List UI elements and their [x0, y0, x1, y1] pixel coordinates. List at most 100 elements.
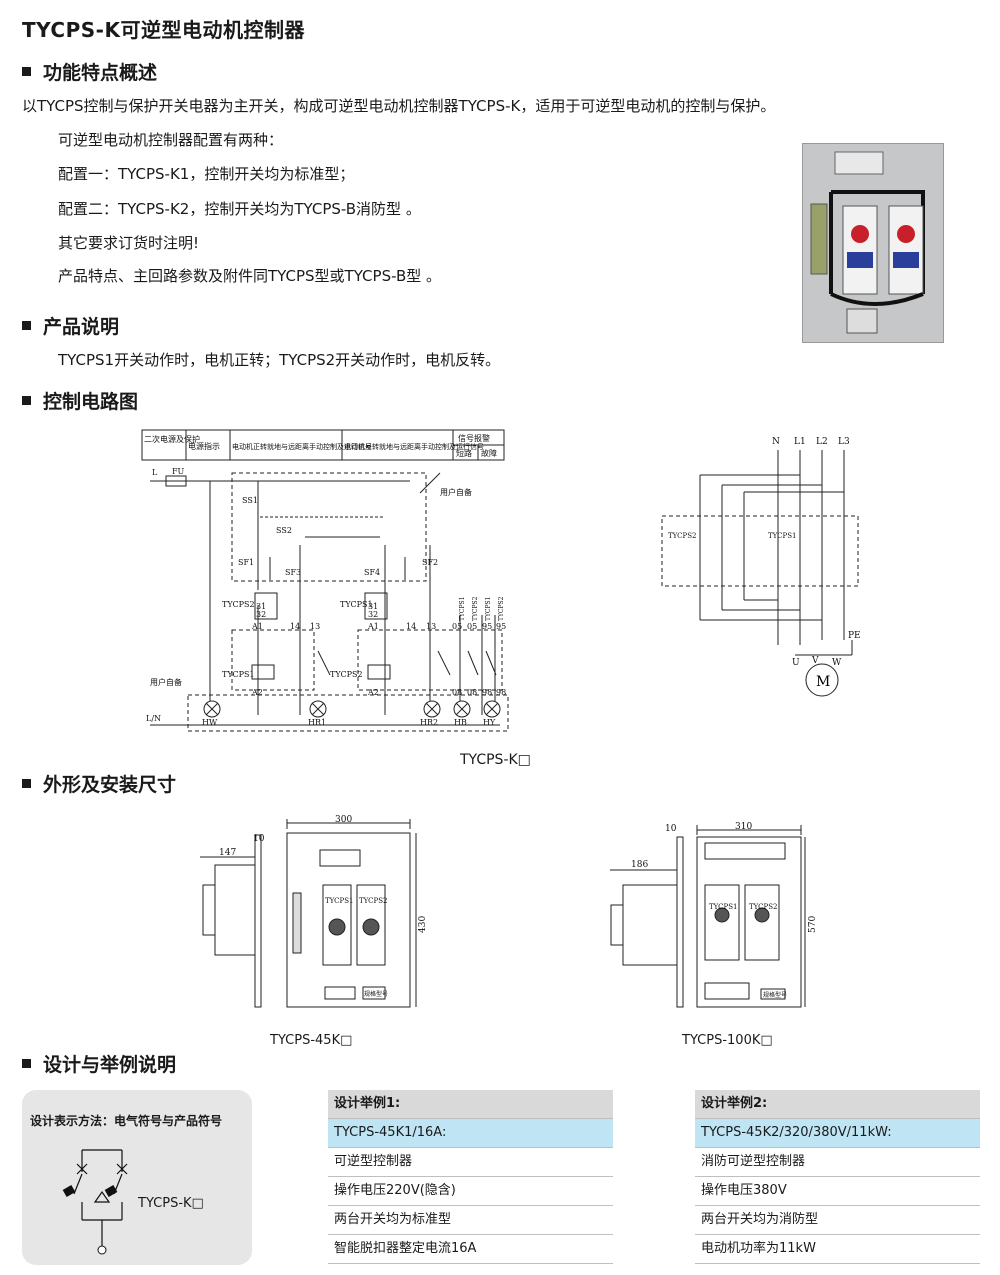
main-label-l1: L1	[794, 437, 806, 447]
features-line: 配置二：TYCPS-K2，控制开关均为TYCPS-B消防型 。	[58, 200, 421, 218]
square-bullet-icon	[22, 1059, 31, 1068]
features-line: 产品特点、主回路参数及附件同TYCPS型或TYCPS-B型 。	[58, 267, 442, 285]
label-95-b: 95	[496, 622, 506, 631]
design-example-2-table: 设计举例2: TYCPS-45K2/320/380V/11kW: 消防可逆型控制…	[695, 1090, 980, 1264]
product-photo	[802, 143, 944, 343]
square-bullet-icon	[22, 321, 31, 330]
motor-label: M	[816, 674, 830, 690]
main-label-u: U	[792, 658, 800, 668]
header-sub-1: 短路	[456, 448, 472, 458]
header-cell-4: 电动机反转就地与远距离手动控制及运行信号	[344, 442, 484, 451]
square-bullet-icon	[22, 779, 31, 788]
dim-45k-height: 430	[418, 916, 425, 933]
dim-100k-depth: 186	[631, 860, 648, 870]
label-l: L	[152, 468, 158, 477]
circuit-caption: TYCPS-K□	[460, 752, 531, 768]
label-13: 13	[310, 622, 320, 631]
label-user-1: 用户自备	[150, 677, 182, 687]
dim-100k-switch1: TYCPS1	[709, 903, 737, 911]
dim-45k-width: 300	[335, 815, 352, 825]
label-05: 05	[452, 622, 462, 631]
features-line: 其它要求订货时注明!	[58, 234, 200, 252]
section-product-heading: 产品说明	[22, 312, 119, 339]
label-08-b: 08	[467, 688, 477, 697]
page-title: TYCPS-K可逆型电动机控制器	[22, 18, 305, 42]
square-bullet-icon	[22, 396, 31, 405]
label-31: 31	[256, 602, 266, 611]
label-sf2: SF2	[422, 558, 438, 567]
section-circuit-heading: 控制电路图	[22, 387, 138, 414]
label-14-b: 14	[406, 622, 416, 631]
section-label: 控制电路图	[43, 391, 139, 413]
dim-45k-switch2: TYCPS2	[359, 897, 387, 905]
header-cell-3: 电动机正转就地与远距离手动控制及运行信号	[232, 442, 372, 451]
example-1-row: 可逆型控制器	[328, 1148, 613, 1177]
main-label-w: W	[832, 658, 842, 668]
section-label: 外形及安装尺寸	[43, 774, 177, 796]
dim-45k-switch1: TYCPS1	[325, 897, 353, 905]
label-a2: A2	[251, 688, 263, 697]
label-ss1: SS1	[242, 496, 258, 505]
label-sf1: SF1	[238, 558, 254, 567]
symbol-caption: TYCPS-K□	[138, 1196, 204, 1211]
label-hw: HW	[202, 718, 218, 727]
label-fu: FU	[172, 467, 185, 476]
label-ss2: SS2	[276, 526, 292, 535]
label-vert-4: TYCPS2	[498, 596, 505, 621]
example-1-row: 两台开关均为标准型	[328, 1206, 613, 1235]
main-label-sw2: TYCPS2	[668, 532, 696, 540]
dim-45k-caption: TYCPS-45K□	[270, 1033, 353, 1048]
header-cell-5: 信号报警	[458, 433, 490, 443]
header-cell-1: 二次电源及保护	[144, 434, 200, 444]
design-method-label: 设计表示方法：电气符号与产品符号	[30, 1114, 223, 1128]
label-hr1: HR1	[308, 718, 326, 727]
main-label-pe: PE	[848, 631, 861, 641]
label-tycps1-a: TYCPS1	[340, 600, 373, 609]
example-2-row: 操作电压380V	[695, 1177, 980, 1206]
product-description: TYCPS1开关动作时，电机正转；TYCPS2开关动作时，电机反转。	[58, 351, 501, 369]
features-line: 可逆型电动机控制器配置有两种：	[58, 131, 284, 149]
example-1-row: 智能脱扣器整定电流16A	[328, 1235, 613, 1264]
label-a1-b: A1	[367, 622, 379, 631]
label-a1: A1	[251, 622, 263, 631]
motor-symbol	[805, 663, 839, 697]
label-a2-b: A2	[367, 688, 379, 697]
section-design-heading: 设计与举例说明	[22, 1050, 176, 1077]
section-label: 设计与举例说明	[43, 1054, 177, 1076]
label-vert-2: TYCPS2	[472, 596, 479, 621]
example-2-row: 两台开关均为消防型	[695, 1206, 980, 1235]
label-32: 32	[256, 610, 266, 619]
example-1-header: 设计举例1:	[328, 1090, 613, 1119]
dim-100k-height: 570	[808, 916, 818, 933]
label-user-2: 用户自备	[440, 487, 472, 497]
section-label: 产品说明	[43, 316, 120, 338]
label-31-b: 31	[368, 602, 378, 611]
design-example-1-table: 设计举例1: TYCPS-45K1/16A: 可逆型控制器 操作电压220V(隐…	[328, 1090, 613, 1264]
example-2-row: 电动机功率为11kW	[695, 1235, 980, 1264]
example-1-row: 操作电压220V(隐含)	[328, 1177, 613, 1206]
example-1-model: TYCPS-45K1/16A:	[328, 1119, 613, 1148]
label-hr2: HR2	[420, 718, 438, 727]
control-circuit-diagram: 二次电源及保护 电源指示 电动机正转就地与远距离手动控制及运行信号 电动机反转就…	[141, 429, 509, 732]
example-2-row: 消防可逆型控制器	[695, 1148, 980, 1177]
label-vert-1: TYCPS1	[459, 597, 466, 621]
main-label-v: V	[811, 656, 819, 666]
main-circuit-diagram: N L1 L2 L3 TYCPS2 TYCPS1 PE U V W M	[661, 437, 861, 697]
label-vert-3: TYCPS1	[485, 597, 492, 621]
features-line: 配置一：TYCPS-K1，控制开关均为标准型；	[58, 165, 355, 183]
label-tycps2-a: TYCPS2	[222, 600, 255, 609]
square-bullet-icon	[22, 67, 31, 76]
indicator-lamps	[203, 700, 501, 718]
dim-100k-thickness: 10	[665, 824, 677, 834]
product-symbol-icon	[62, 1149, 128, 1255]
dim-100k-plate: 规格型号	[763, 991, 787, 999]
product-photo-drawing	[803, 144, 943, 342]
main-label-n: N	[772, 437, 780, 447]
dimension-drawing-100k: 310 10 186 570 TYCPS1 TYCPS2 规格型号	[610, 822, 818, 1008]
label-tycps2-b: TYCPS2	[330, 670, 363, 679]
dim-45k-plate: 规格型号	[364, 990, 388, 998]
label-95: 95	[482, 622, 492, 631]
label-08: 08	[452, 688, 462, 697]
label-tycps1-b: TYCPS1	[222, 670, 255, 679]
section-features-heading: 功能特点概述	[22, 58, 157, 85]
